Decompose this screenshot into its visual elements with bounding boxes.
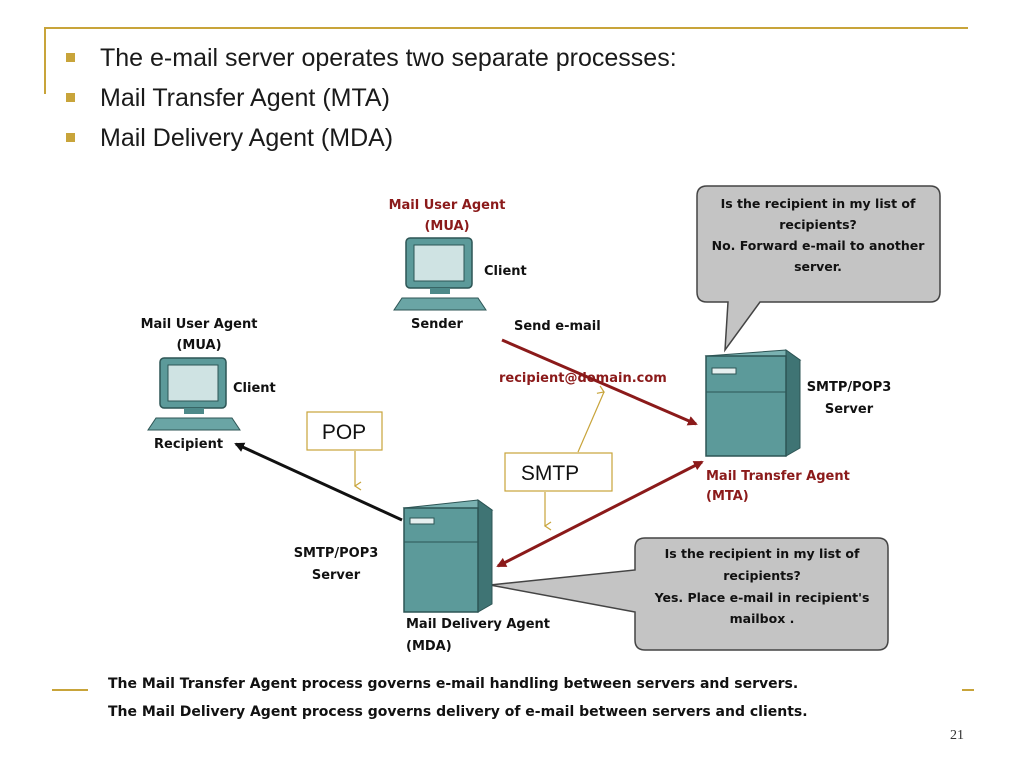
footer-line: The Mail Delivery Agent process governs … xyxy=(108,704,808,720)
footer-rule-left xyxy=(52,689,88,691)
mda-server-icon xyxy=(402,499,494,613)
recipient-address-label: recipient@domain.com xyxy=(499,371,667,386)
footer-line: The Mail Transfer Agent process governs … xyxy=(108,676,799,692)
bullet-list: The e-mail server operates two separate … xyxy=(66,38,677,158)
mta-agent-abbr: (MTA) xyxy=(706,489,749,504)
recipient-computer-icon xyxy=(147,357,241,431)
sender-agent-abbr: (MUA) xyxy=(424,219,469,234)
callout-bottom-line: Is the recipient in my list of xyxy=(665,546,860,561)
callout-top-line: server. xyxy=(794,259,842,274)
smtp-label: SMTP xyxy=(521,462,579,485)
pop-annotation: POP xyxy=(306,411,383,491)
recipient-agent-title: Mail User Agent xyxy=(141,317,258,332)
bullet-square-icon xyxy=(66,133,75,142)
mta-server-icon xyxy=(704,349,802,457)
smtp-annotation: SMTP xyxy=(504,385,613,531)
callout-top-line: Is the recipient in my list of xyxy=(721,196,916,211)
bullet-item: Mail Transfer Agent (MTA) xyxy=(66,78,677,118)
mda-agent-abbr: (MDA) xyxy=(406,639,452,654)
callout-top-line: recipients? xyxy=(779,217,857,232)
sender-computer-icon xyxy=(393,237,487,311)
sender-name-label: Sender xyxy=(411,317,464,332)
mta-proto-label: SMTP/POP3 xyxy=(807,380,892,395)
recipient-agent-abbr: (MUA) xyxy=(176,338,221,353)
footer-rule-right xyxy=(962,689,974,691)
mda-proto-label: SMTP/POP3 xyxy=(294,546,379,561)
page-number: 21 xyxy=(950,728,964,743)
send-arrow xyxy=(501,338,698,426)
recipient-role-label: Client xyxy=(233,381,276,396)
pop-label: POP xyxy=(322,421,366,444)
bullet-square-icon xyxy=(66,93,75,102)
mta-agent-title: Mail Transfer Agent xyxy=(706,469,850,484)
send-email-label: Send e-mail xyxy=(514,319,601,334)
callout-bottom: Is the recipient in my list of recipient… xyxy=(489,537,889,651)
callout-bottom-line: Yes. Place e-mail in recipient's xyxy=(654,590,870,605)
callout-top: Is the recipient in my list of recipient… xyxy=(696,185,941,353)
bullet-item: Mail Delivery Agent (MDA) xyxy=(66,118,677,158)
callout-bottom-line: recipients? xyxy=(723,568,801,583)
mta-server-label: Server xyxy=(825,402,874,417)
pop-arrow xyxy=(234,442,403,522)
sender-agent-title: Mail User Agent xyxy=(389,198,506,213)
mta-mda-arrow xyxy=(496,460,704,568)
bullet-item: The e-mail server operates two separate … xyxy=(66,38,677,78)
sender-role-label: Client xyxy=(484,264,527,279)
recipient-name-label: Recipient xyxy=(154,437,223,452)
callout-top-line: No. Forward e-mail to another xyxy=(712,238,926,253)
top-rule xyxy=(44,27,968,29)
left-rule xyxy=(44,28,46,94)
callout-bottom-line: mailbox . xyxy=(730,611,795,626)
mda-server-label: Server xyxy=(312,568,361,583)
bullet-square-icon xyxy=(66,53,75,62)
mda-agent-title: Mail Delivery Agent xyxy=(406,617,550,632)
